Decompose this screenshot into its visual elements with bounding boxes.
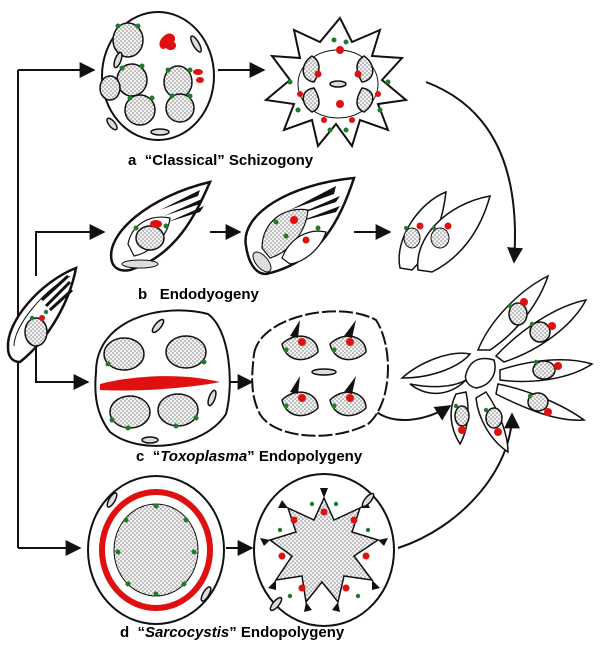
arrow-a-to-zoite (425, 81, 524, 264)
b3-endodyogeny-zoites (398, 190, 492, 273)
arrow-c-to-zoite (371, 405, 452, 421)
b1-endodyogeny-cell (109, 180, 213, 272)
a2-segmenting-schizont (263, 16, 409, 149)
caption-d-rest: Endopolygeny (236, 624, 345, 641)
caption-c-name: Toxoplasma (160, 448, 248, 465)
caption-c-open-quote: “ (152, 448, 161, 465)
caption-b-letter: b (138, 286, 148, 303)
caption-d-close-quote: ” (229, 624, 237, 641)
caption-a: a “Classical” Schizogony (128, 152, 313, 169)
caption-c-rest: Endopolygeny (254, 448, 363, 465)
flow-arrows (17, 62, 524, 556)
d2-budding-cell (253, 473, 395, 627)
d1-polyploid-cell (87, 475, 225, 625)
caption-c-letter: c (136, 448, 145, 465)
caption-d-letter: d (120, 624, 130, 641)
starting-zoite (6, 266, 78, 364)
arrow-to-b (35, 224, 106, 276)
caption-b: b Endodyogeny (138, 286, 259, 303)
caption-a-name: Classical (152, 152, 218, 169)
caption-d-open-quote: “ (137, 624, 146, 641)
caption-c: c “Toxoplasma” Endopolygeny (136, 448, 362, 465)
arrow-d-to-zoite (397, 412, 520, 549)
a1-schizont (99, 11, 215, 141)
arrow-to-c (35, 342, 90, 390)
c1-endopolygeny-cell (94, 309, 231, 447)
b2-endodyogeny-daughters (244, 176, 356, 276)
caption-a-close-quote: ” (217, 152, 225, 169)
caption-a-rest: Schizogony (224, 152, 314, 169)
zoite-rosette (400, 274, 594, 454)
caption-b-rest: Endodyogeny (159, 286, 259, 303)
caption-a-letter: a (128, 152, 137, 169)
c2-endopolygeny-daughters (251, 310, 389, 437)
caption-d-name: Sarcocystis (145, 624, 230, 641)
caption-c-close-quote: ” (247, 448, 255, 465)
caption-a-open-quote: “ (144, 152, 153, 169)
caption-d: d “Sarcocystis” Endopolygeny (120, 624, 344, 641)
